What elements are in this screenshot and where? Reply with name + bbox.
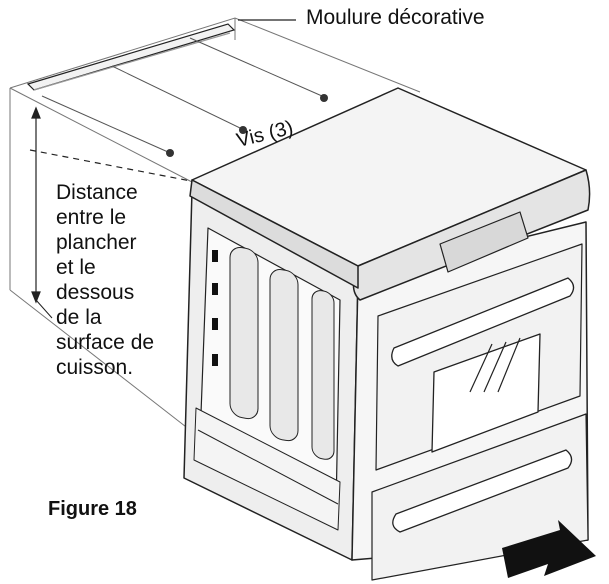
distance-label-line: Distance — [56, 181, 138, 204]
distance-label-line: cuisson. — [56, 356, 134, 379]
distance-label-line: entre le — [56, 206, 127, 229]
distance-label-line: dessous — [56, 281, 135, 304]
distance-label-line: surface de — [56, 331, 155, 354]
cabinet-outline — [9, 17, 421, 431]
screw-guides — [41, 37, 323, 153]
distance-label-line: plancher — [56, 231, 137, 254]
figure-caption: Figure 18 — [48, 498, 137, 520]
distance-label-line: et le — [56, 256, 96, 279]
molding-label: Moulure décorative — [306, 6, 485, 29]
decorative-molding — [26, 23, 236, 91]
height-dimension — [31, 106, 53, 319]
range-body — [183, 87, 591, 581]
distance-label-line: de la — [56, 306, 102, 329]
screw-icons — [166, 94, 328, 157]
pull-out-arrow-icon — [502, 520, 596, 578]
distance-label: Distance entre le plancher et le dessous… — [56, 180, 154, 380]
